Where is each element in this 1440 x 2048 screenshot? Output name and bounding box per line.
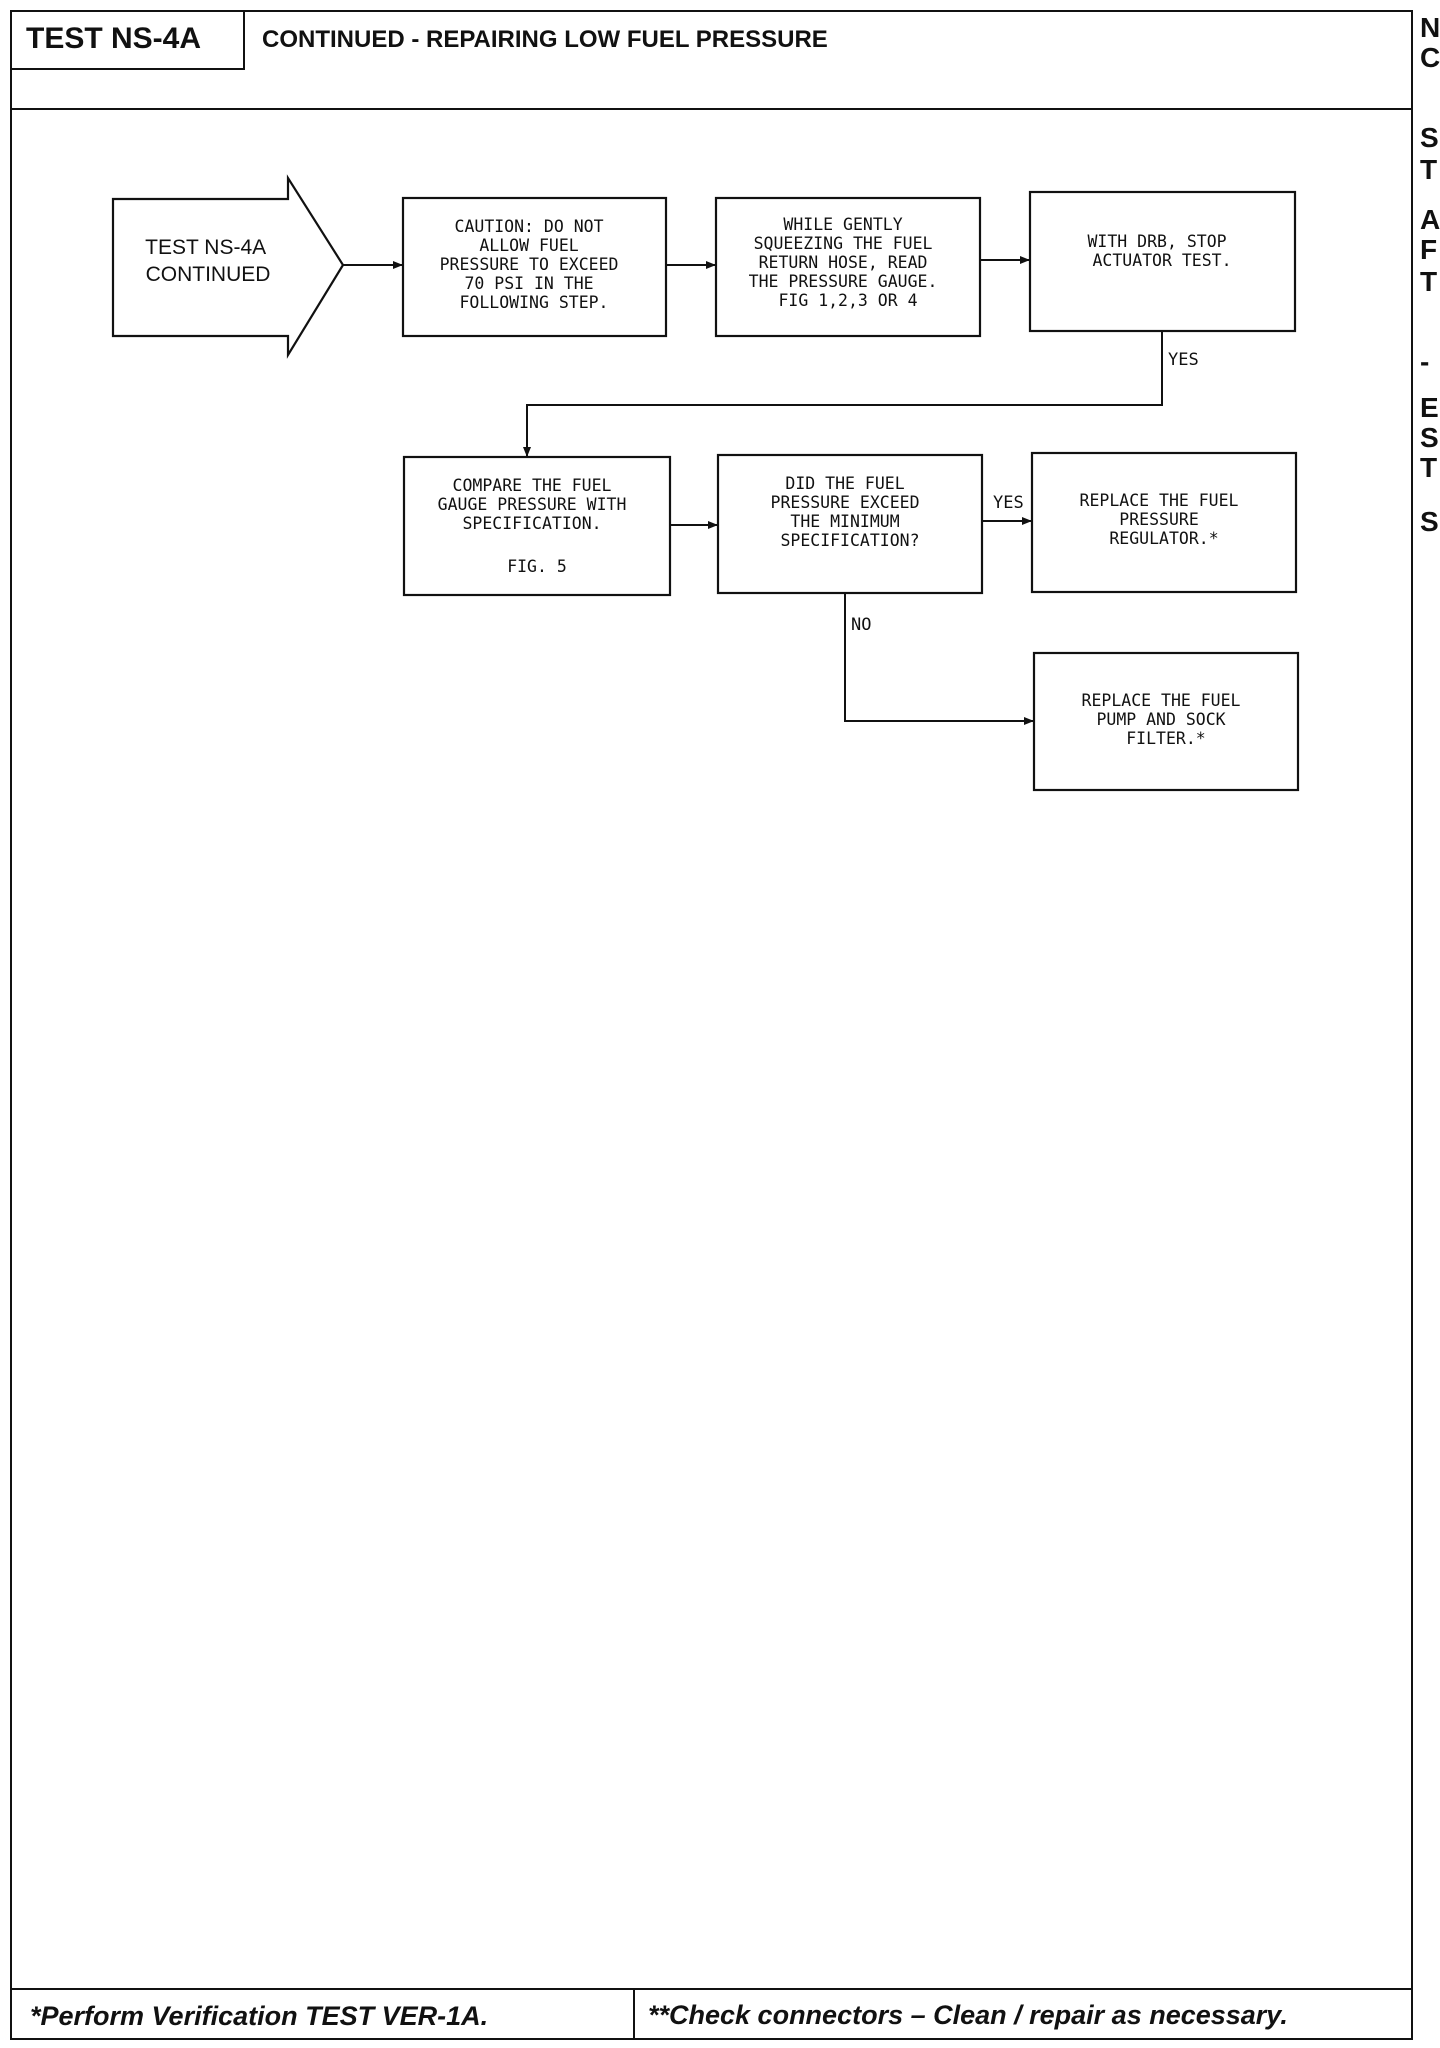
side-letter: T — [1420, 452, 1438, 483]
entry-text: TEST NS-4A CONTINUED — [145, 236, 271, 286]
box-exceed: DID THE FUEL PRESSURE EXCEED THE MINIMUM… — [716, 453, 984, 595]
connector-stop-compare — [523, 331, 1163, 457]
box-line: REPLACE THE FUEL — [1082, 691, 1241, 710]
side-letter: E — [1420, 392, 1439, 423]
test-id: TEST NS-4A — [10, 10, 245, 70]
box-exceed-text: DID THE FUEL PRESSURE EXCEED THE MINIMUM… — [771, 474, 930, 550]
page-frame — [10, 10, 1413, 2040]
box-squeeze: WHILE GENTLY SQUEEZING THE FUEL RETURN H… — [714, 196, 982, 338]
side-letter: S — [1420, 506, 1439, 537]
box-line: WITH DRB, STOP — [1087, 232, 1226, 251]
side-letter: S — [1420, 122, 1439, 153]
box-line: PRESSURE TO EXCEED — [440, 255, 619, 274]
entry-arrow: TEST NS-4A CONTINUED — [111, 174, 345, 359]
connector-exceed-pump — [844, 593, 1034, 725]
side-letter: S — [1420, 422, 1439, 453]
branch-label-no: NO — [851, 615, 871, 635]
side-letter: T — [1420, 154, 1438, 185]
side-letter: C — [1420, 42, 1440, 73]
branch-label-yes: YES — [1168, 350, 1199, 370]
side-margin-strip: N C S T A F T - E S T S — [1418, 0, 1440, 2048]
box-replace-pump: REPLACE THE FUEL PUMP AND SOCK FILTER.* — [1032, 651, 1300, 792]
side-letter: F — [1420, 234, 1438, 265]
box-compare-text: COMPARE THE FUEL GAUGE PRESSURE WITH SPE… — [438, 476, 637, 576]
side-letter: N — [1420, 12, 1440, 43]
box-stop-actuator-text: WITH DRB, STOP ACTUATOR TEST. — [1087, 232, 1236, 270]
box-line: SPECIFICATION. — [462, 514, 601, 533]
connectors — [343, 256, 1163, 725]
header-bar: TEST NS-4A CONTINUED - REPAIRING LOW FUE… — [10, 10, 1413, 110]
box-line: RETURN HOSE, READ — [759, 253, 928, 272]
box-line: CAUTION: DO NOT — [455, 217, 604, 236]
box-line: PRESSURE — [1119, 510, 1198, 529]
entry-line: CONTINUED — [146, 263, 271, 286]
box-line: FIG 1,2,3 OR 4 — [778, 291, 917, 310]
box-line: THE MINIMUM — [790, 512, 899, 531]
box-line: THE PRESSURE GAUGE. — [749, 272, 938, 291]
side-letter: A — [1420, 204, 1440, 235]
box-line: 70 PSI IN THE — [464, 274, 593, 293]
box-line: REPLACE THE FUEL — [1080, 491, 1239, 510]
box-line: FOLLOWING STEP. — [459, 293, 608, 312]
side-letter: - — [1420, 346, 1430, 377]
box-line: WHILE GENTLY — [783, 215, 902, 234]
box-caution: CAUTION: DO NOT ALLOW FUEL PRESSURE TO E… — [401, 196, 668, 338]
entry-line: TEST NS-4A — [145, 236, 266, 259]
box-caution-text: CAUTION: DO NOT ALLOW FUEL PRESSURE TO E… — [440, 217, 629, 312]
box-line: PUMP AND SOCK — [1096, 710, 1225, 729]
page-title: CONTINUED - REPAIRING LOW FUEL PRESSURE — [262, 26, 828, 53]
box-replace-regulator-text: REPLACE THE FUEL PRESSURE REGULATOR.* — [1080, 491, 1249, 548]
footer-note-connectors: **Check connectors – Clean / repair as n… — [648, 2000, 1288, 2030]
box-line: FILTER.* — [1126, 729, 1205, 748]
box-squeeze-text: WHILE GENTLY SQUEEZING THE FUEL RETURN H… — [749, 215, 948, 310]
box-line: REGULATOR.* — [1109, 529, 1218, 548]
box-line: PRESSURE EXCEED — [771, 493, 920, 512]
box-line: GAUGE PRESSURE WITH — [438, 495, 627, 514]
box-line: ALLOW FUEL — [479, 236, 578, 255]
box-line: ACTUATOR TEST. — [1092, 251, 1231, 270]
box-compare: COMPARE THE FUEL GAUGE PRESSURE WITH SPE… — [402, 455, 672, 597]
box-line: FIG. 5 — [507, 557, 567, 576]
box-replace-pump-text: REPLACE THE FUEL PUMP AND SOCK FILTER.* — [1082, 691, 1251, 748]
footer-note-verification: *Perform Verification TEST VER-1A. — [10, 1990, 635, 2040]
box-line: COMPARE THE FUEL — [453, 476, 612, 495]
box-line: SQUEEZING THE FUEL — [754, 234, 933, 253]
side-letter: T — [1420, 266, 1438, 297]
footer-bar: *Perform Verification TEST VER-1A. **Che… — [10, 1988, 1413, 2040]
box-replace-regulator: REPLACE THE FUEL PRESSURE REGULATOR.* — [1030, 451, 1298, 594]
branch-label-yes: YES — [993, 493, 1024, 513]
box-line: SPECIFICATION? — [780, 531, 919, 550]
box-stop-actuator: WITH DRB, STOP ACTUATOR TEST. — [1028, 190, 1297, 333]
box-line: DID THE FUEL — [785, 474, 904, 493]
